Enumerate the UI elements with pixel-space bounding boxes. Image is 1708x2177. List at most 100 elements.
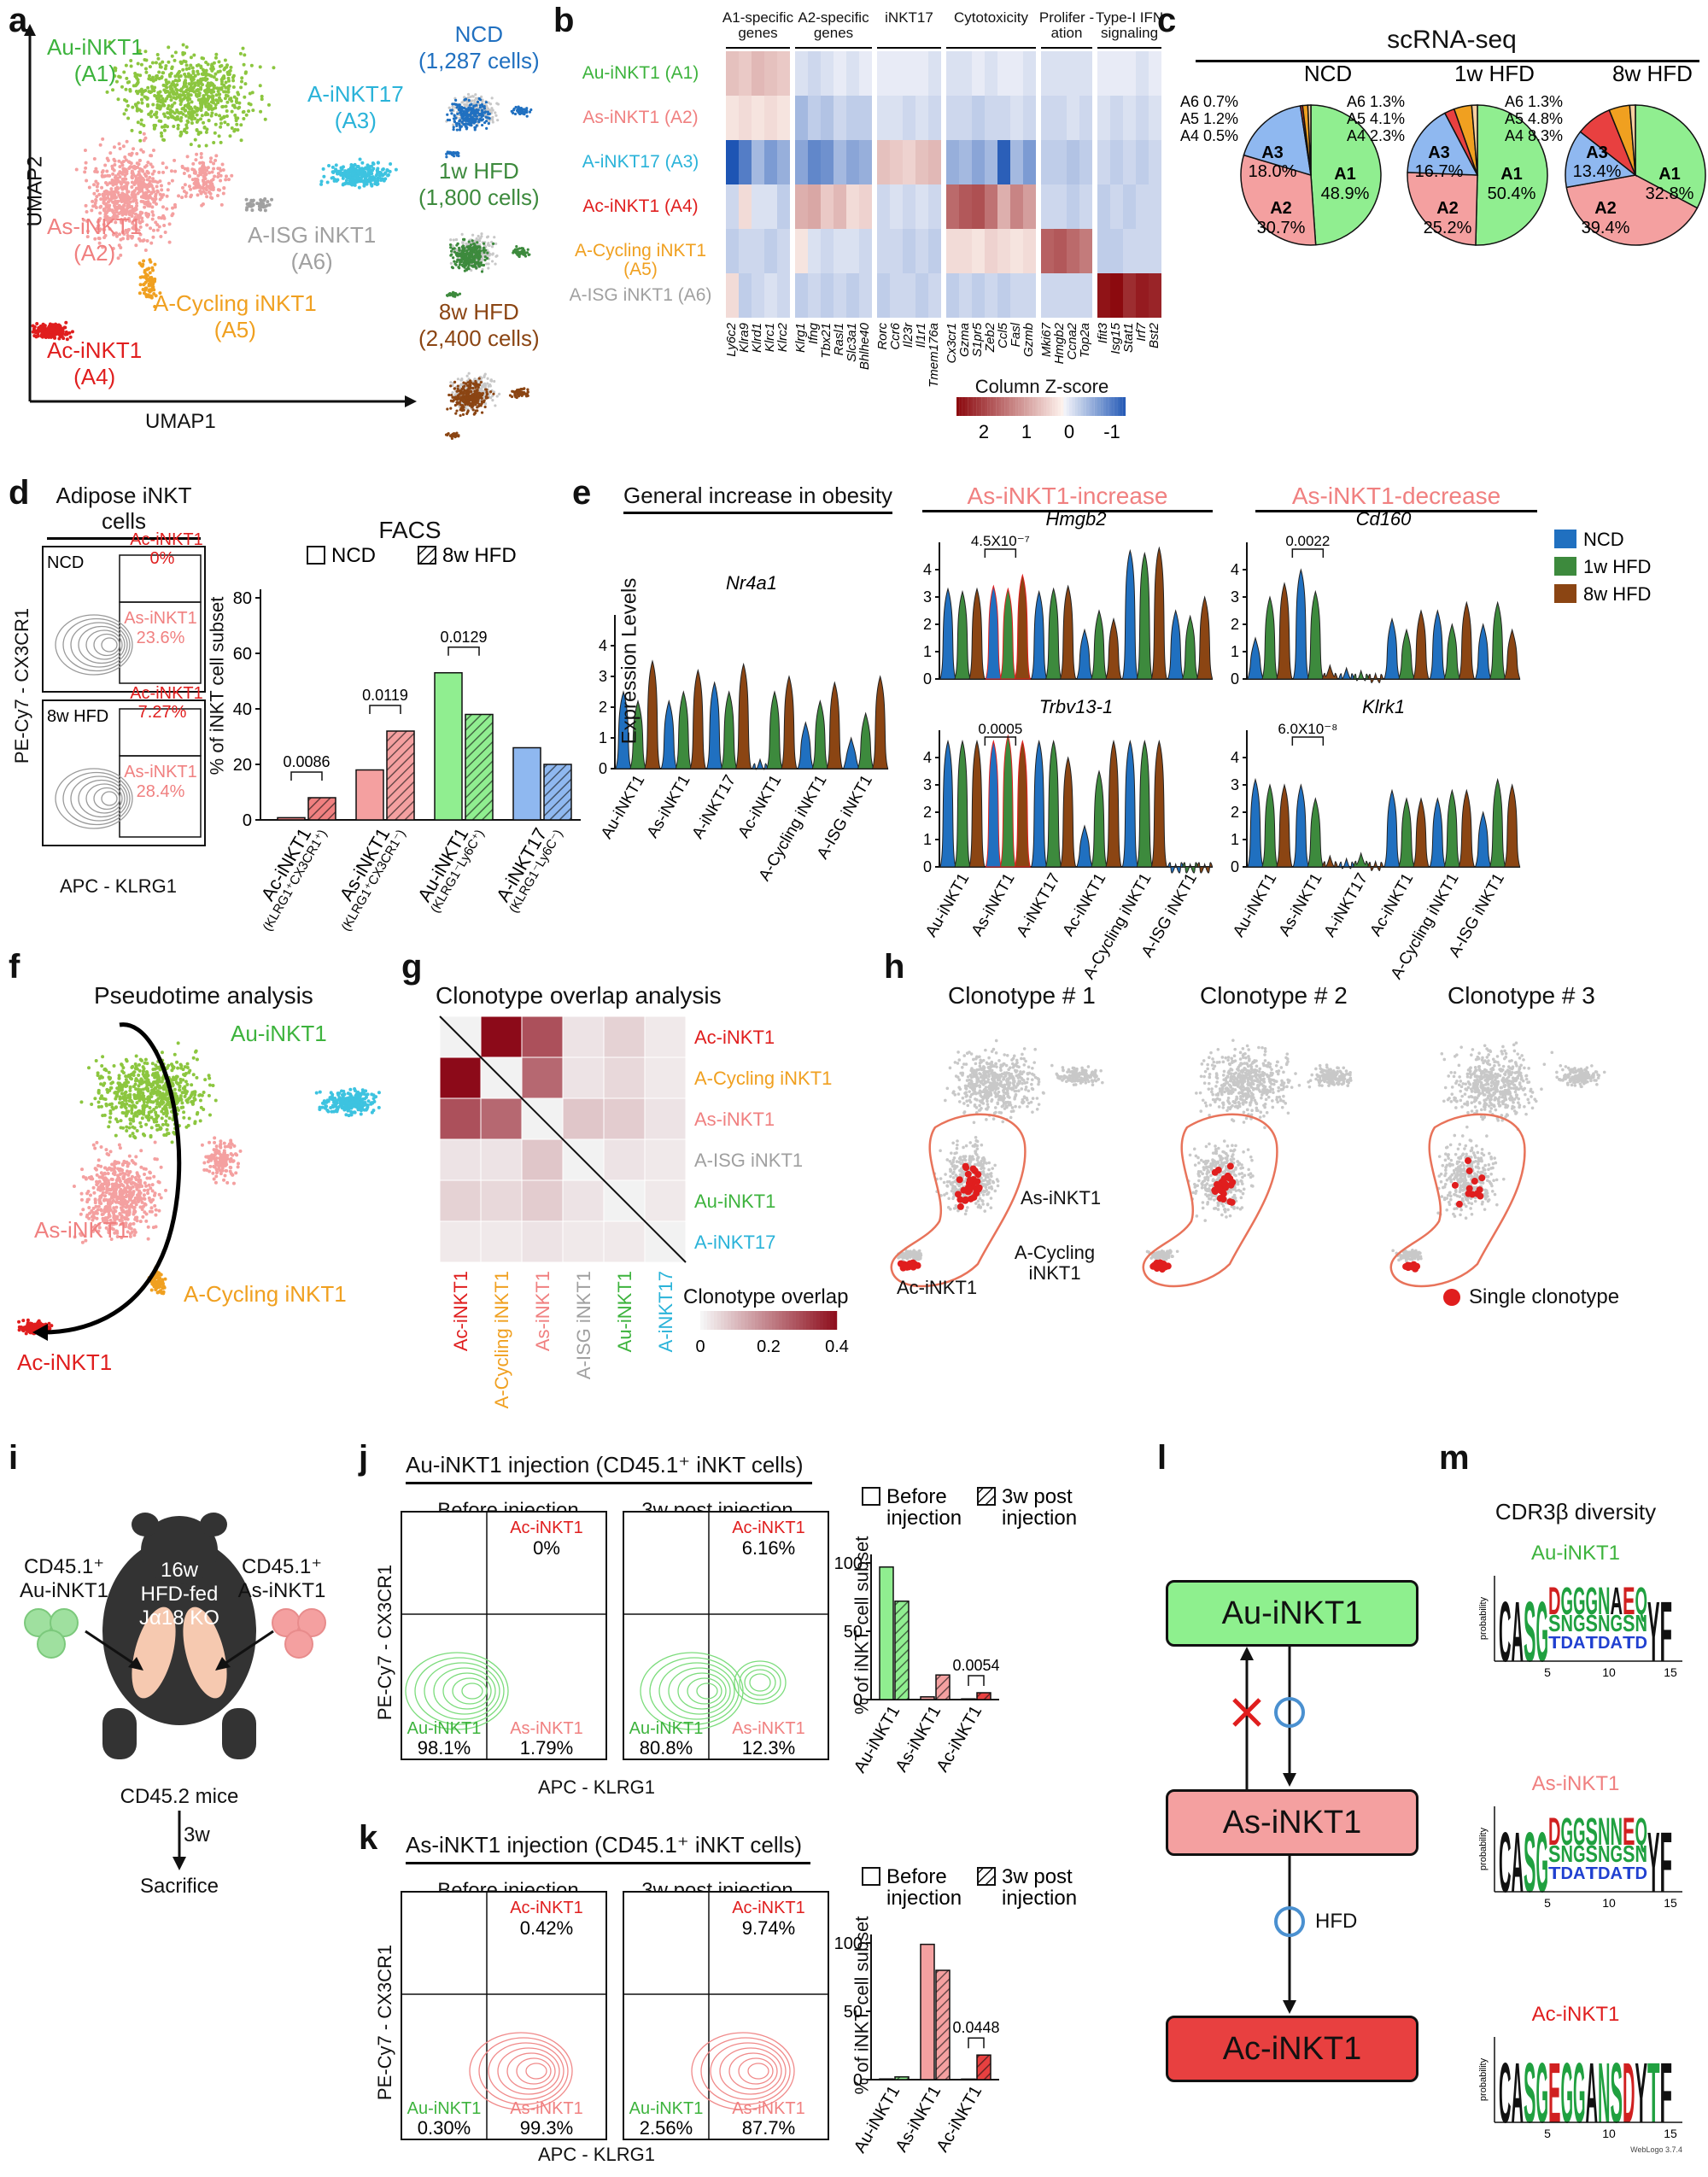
umap-cell	[172, 125, 176, 129]
umap-cell	[105, 156, 109, 161]
umap-cell	[456, 112, 459, 115]
umap-cell	[200, 104, 204, 108]
umap-cell	[68, 335, 73, 339]
umap-cell	[144, 194, 149, 198]
heat-cell	[795, 229, 808, 273]
umap-cell	[234, 116, 238, 120]
umap-cell	[458, 249, 461, 252]
heat-cell	[1054, 273, 1067, 318]
e-ytick-label: 0	[923, 670, 932, 688]
violin	[1044, 740, 1062, 868]
umap-cell	[111, 172, 115, 176]
umap-cell	[528, 110, 532, 114]
umap-cell	[173, 74, 178, 79]
umap-cell	[376, 176, 380, 180]
umap-cell	[161, 138, 166, 142]
scale-step	[1044, 397, 1047, 416]
umap-cell	[330, 165, 335, 169]
umap-cell	[161, 205, 166, 209]
violin	[1150, 546, 1168, 680]
umap-cell	[144, 295, 149, 299]
umap-cell	[118, 146, 122, 150]
gene-label: Ccr6	[888, 322, 903, 349]
umap-cell	[458, 292, 462, 296]
umap-cell	[130, 128, 134, 132]
umap-cell	[261, 202, 266, 206]
umap-cell	[239, 123, 243, 127]
umap-cell	[483, 372, 487, 376]
umap-cell	[137, 170, 141, 174]
umap-cell	[511, 389, 514, 393]
umap-cell	[161, 1091, 165, 1096]
umap-cell	[162, 128, 167, 132]
umap-cell	[124, 1114, 128, 1118]
heat-cell	[915, 184, 928, 229]
umap-cell	[331, 171, 336, 175]
umap-cell	[160, 195, 164, 199]
umap-cell	[145, 1062, 149, 1066]
umap-cell	[96, 1071, 100, 1075]
umap-cell	[121, 1066, 126, 1070]
e-gene-title: Nr4a1	[726, 572, 777, 594]
heat-cell	[890, 184, 903, 229]
umap-cell	[131, 221, 135, 225]
umap-cell	[182, 1073, 186, 1077]
umap-cell	[471, 396, 474, 400]
contour	[85, 783, 123, 814]
umap-cell	[82, 218, 86, 222]
heat-cell	[1054, 229, 1067, 273]
scale-step	[1052, 397, 1056, 416]
umap-cell	[170, 104, 174, 108]
umap-cell	[216, 172, 220, 176]
umap-cell	[183, 167, 187, 171]
slice-label: A1	[1334, 165, 1356, 184]
umap-cell	[193, 105, 197, 109]
scale-step	[1061, 397, 1064, 416]
heat-cell	[1097, 184, 1110, 229]
legend-ncd-swatch	[307, 546, 325, 565]
umap-cell	[158, 179, 162, 184]
umap-cell	[181, 67, 185, 72]
umap-cell	[125, 1102, 129, 1106]
umap-cell	[466, 381, 471, 384]
umap-cell	[149, 154, 153, 158]
umap-cell	[163, 231, 167, 235]
umap-cell	[122, 212, 126, 216]
b-group-header: A1-specific genes	[722, 9, 794, 41]
pie-slice	[1565, 174, 1699, 246]
pie-slice	[1310, 104, 1382, 246]
umap-cell	[186, 91, 190, 96]
umap-cell	[87, 185, 91, 190]
umap-cell	[85, 178, 89, 183]
slice-label: A4 0.5%	[1180, 127, 1238, 144]
umap-cell	[453, 403, 457, 407]
umap-cell	[190, 1091, 195, 1095]
umap-cell	[211, 65, 215, 69]
heat-cell	[928, 273, 941, 318]
umap-cell	[134, 1097, 138, 1101]
umap-cell	[471, 111, 475, 114]
umap-cell	[155, 53, 160, 57]
gene-label: Klrd1	[750, 323, 764, 353]
heat-cell	[1136, 140, 1149, 184]
umap-cell	[492, 242, 495, 245]
umap-cell	[239, 85, 243, 90]
umap-cell	[154, 112, 158, 116]
umap-cell	[216, 89, 220, 93]
umap-cell	[122, 70, 126, 74]
violin	[1276, 582, 1293, 680]
e-gene-title: Hmgb2	[1046, 508, 1107, 530]
scale-step	[979, 397, 982, 416]
umap-cell	[456, 255, 459, 258]
violin	[1458, 600, 1476, 680]
umap-cell	[178, 60, 183, 64]
violin	[1136, 740, 1154, 868]
violin	[1366, 671, 1384, 683]
heat-cell	[946, 51, 959, 96]
umap-cell	[483, 255, 487, 259]
umap-cell	[458, 128, 462, 132]
umap-cell	[102, 227, 106, 231]
umap-cell	[477, 385, 480, 389]
heat-cell	[821, 140, 834, 184]
